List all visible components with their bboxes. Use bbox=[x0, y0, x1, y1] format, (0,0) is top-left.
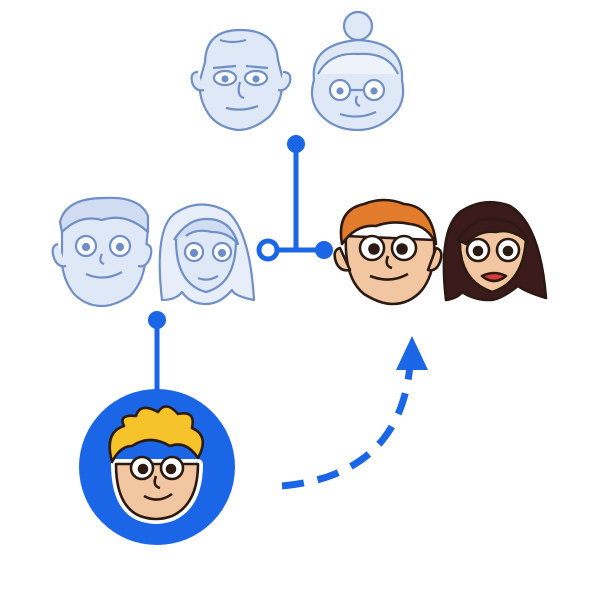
child-link-node bbox=[148, 311, 166, 329]
parents-node bbox=[256, 238, 280, 262]
grandfather-face bbox=[190, 28, 292, 132]
aunt-face bbox=[442, 200, 548, 302]
grandmother-face bbox=[310, 10, 405, 132]
child-avatar bbox=[79, 389, 235, 545]
siblings-node bbox=[315, 241, 333, 259]
connector-nodes bbox=[148, 135, 428, 370]
uncle-face bbox=[333, 198, 443, 306]
grandparents-node bbox=[287, 135, 305, 153]
child-face bbox=[108, 405, 205, 524]
dashed-arrow-path bbox=[281, 364, 414, 490]
father-face bbox=[51, 196, 153, 308]
arrowhead-icon bbox=[396, 336, 428, 370]
mother-face bbox=[158, 203, 256, 306]
